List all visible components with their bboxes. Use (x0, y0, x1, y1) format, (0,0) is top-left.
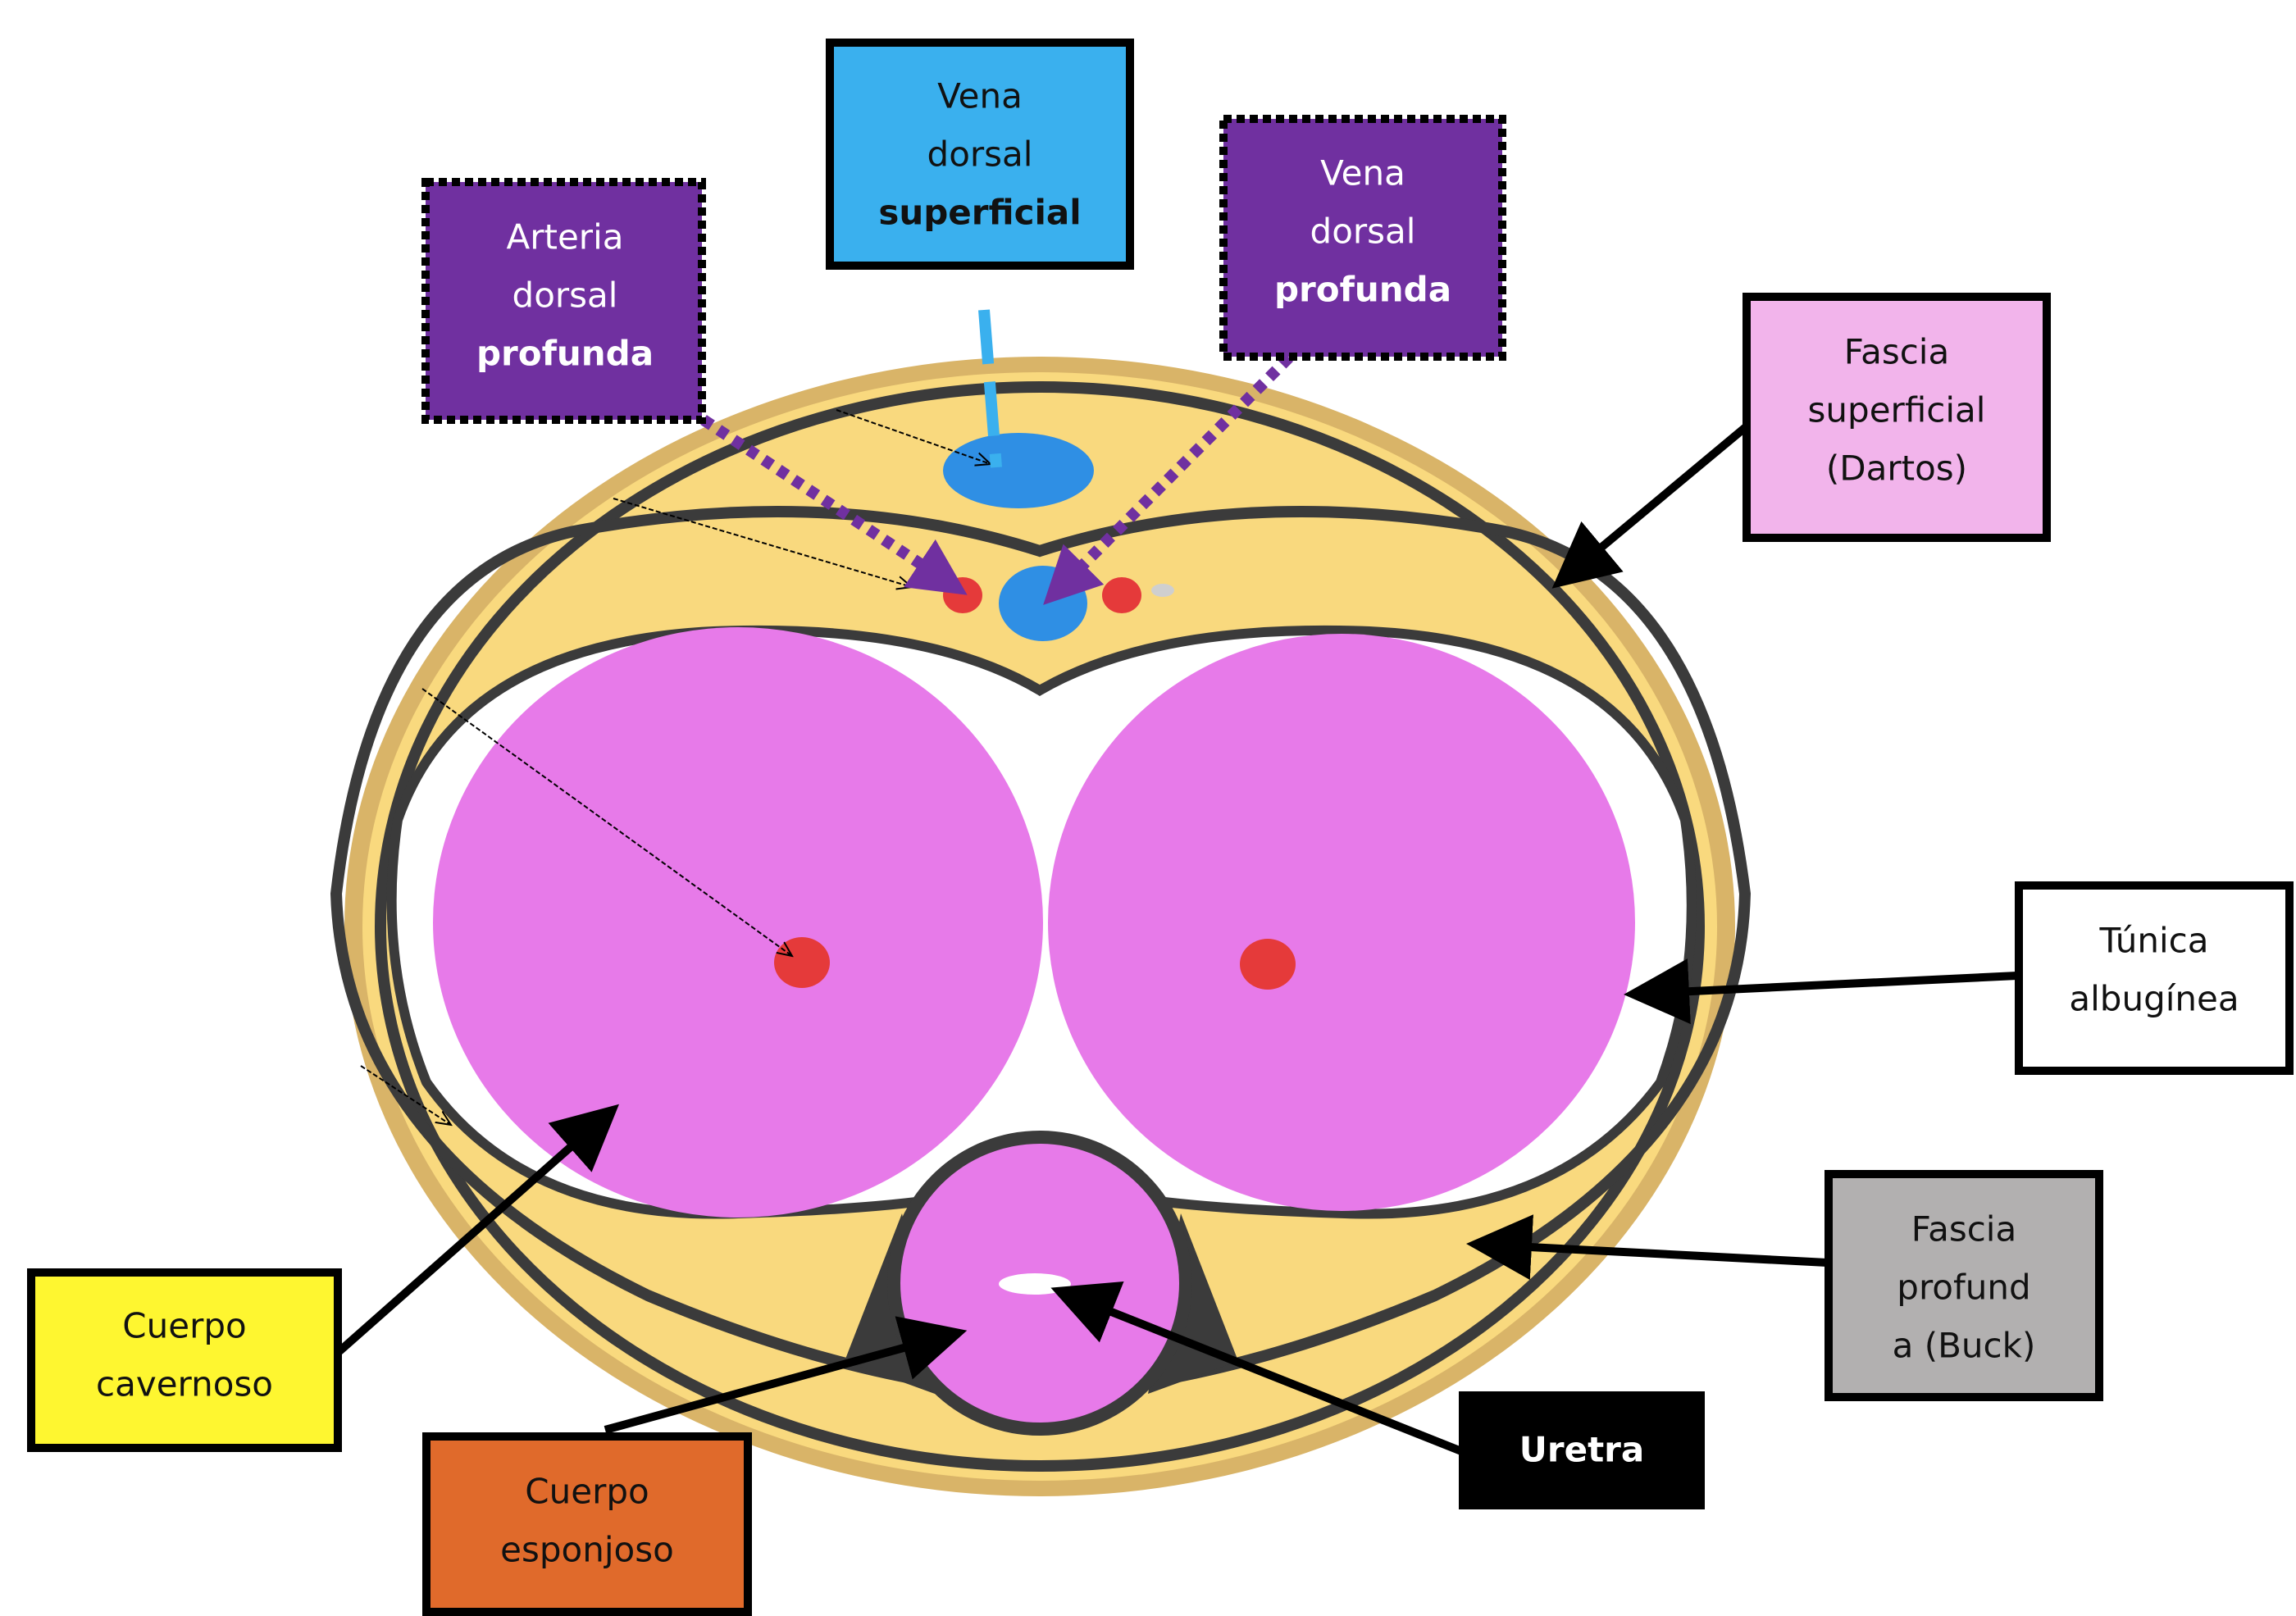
label-line: superficial (1808, 390, 1986, 430)
label-uretra: Uretra (1461, 1394, 1702, 1507)
label-line: Vena (937, 76, 1023, 116)
label-line: superficial (878, 193, 1081, 233)
cavernous-artery-right (1240, 939, 1296, 990)
label-box (426, 1436, 748, 1612)
label-line: dorsal (927, 134, 1033, 175)
label-line: profund (1897, 1268, 2030, 1308)
label-line: profunda (1274, 270, 1451, 310)
label-line: Túnica (2098, 921, 2208, 961)
label-line: dorsal (1310, 212, 1416, 252)
label-line: (Dartos) (1826, 448, 1967, 489)
label-line: esponjoso (500, 1530, 674, 1570)
label-line: Fascia (1844, 332, 1949, 372)
label-tunica-albuginea: Túnica albugínea (2019, 885, 2289, 1071)
cross-section (336, 357, 1745, 1496)
label-cuerpo-esponjoso: Cuerpo esponjoso (426, 1436, 748, 1612)
corpus-cavernosum-right (1048, 634, 1635, 1211)
connector-fascia-superficial (1565, 426, 1747, 578)
label-cuerpo-cavernoso: Cuerpo cavernoso (31, 1272, 338, 1448)
label-line: Cuerpo (122, 1306, 246, 1346)
label-line: Fascia (1911, 1209, 2016, 1250)
label-line: Arteria (507, 217, 624, 257)
label-line: a (Buck) (1893, 1326, 2036, 1366)
label-line: albugínea (2069, 979, 2239, 1019)
label-line: profunda (476, 334, 654, 374)
label-line: Vena (1320, 153, 1405, 193)
label-line: dorsal (512, 275, 618, 316)
label-vena-dorsal-profunda: Vena dorsal profunda (1223, 119, 1502, 357)
label-line: Uretra (1519, 1430, 1644, 1470)
label-vena-dorsal-superficial: Vena dorsal superficial (830, 43, 1130, 266)
dorsal-artery-right (1102, 577, 1141, 613)
label-line: cavernoso (96, 1364, 273, 1404)
corpus-cavernosum-left (433, 627, 1043, 1218)
label-line: Cuerpo (525, 1472, 649, 1512)
superficial-dorsal-vein (943, 433, 1094, 508)
label-arteria-dorsal-profunda: Arteria dorsal profunda (426, 182, 702, 420)
dorsal-nerve (1151, 584, 1174, 597)
urethra (999, 1273, 1071, 1295)
label-fascia-superficial: Fascia superficial (Dartos) (1747, 297, 2047, 538)
cavernous-artery-left (774, 937, 830, 988)
label-fascia-profunda: Fascia profund a (Buck) (1829, 1174, 2099, 1397)
label-box (31, 1272, 338, 1448)
